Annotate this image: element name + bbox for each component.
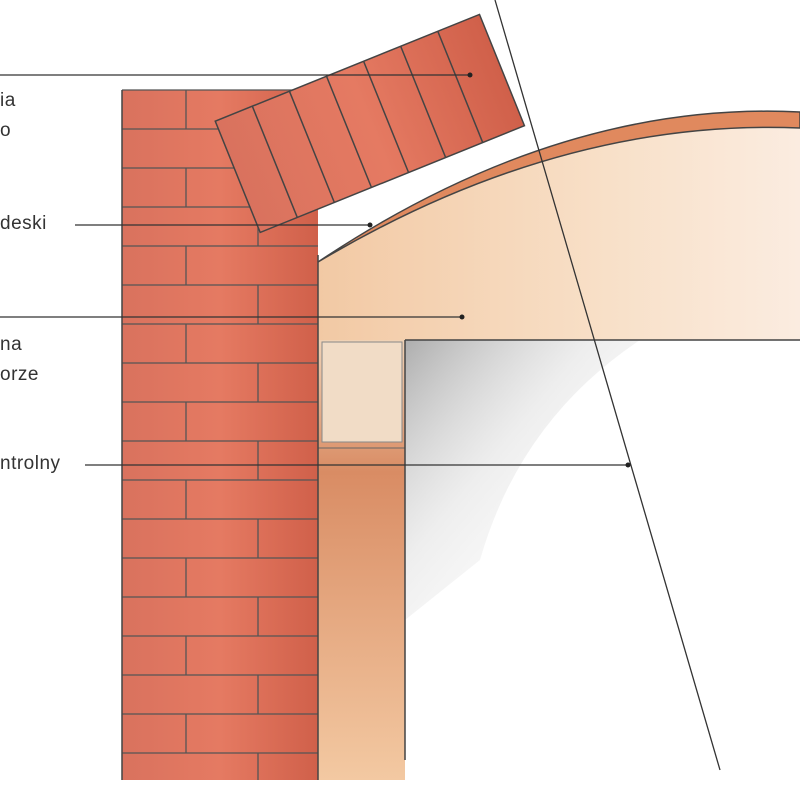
label-line: ntrolny — [0, 453, 61, 474]
label-line: ia — [0, 90, 16, 111]
label-fill: na orze — [0, 334, 39, 386]
label-control: ntrolny — [0, 453, 61, 475]
label-line: orze — [0, 364, 39, 385]
arch-board-layer — [317, 110, 800, 263]
label-line: o — [0, 120, 12, 141]
label-arch-bricks: ia o — [0, 90, 16, 142]
leader-lines — [0, 74, 628, 466]
label-boards: deski — [0, 213, 47, 235]
control-line — [494, 0, 721, 771]
opening-shadow — [405, 340, 640, 620]
label-line: deski — [0, 213, 47, 234]
label-line: na — [0, 334, 23, 355]
arch-bricks — [214, 13, 526, 234]
arch-fill — [318, 123, 800, 340]
